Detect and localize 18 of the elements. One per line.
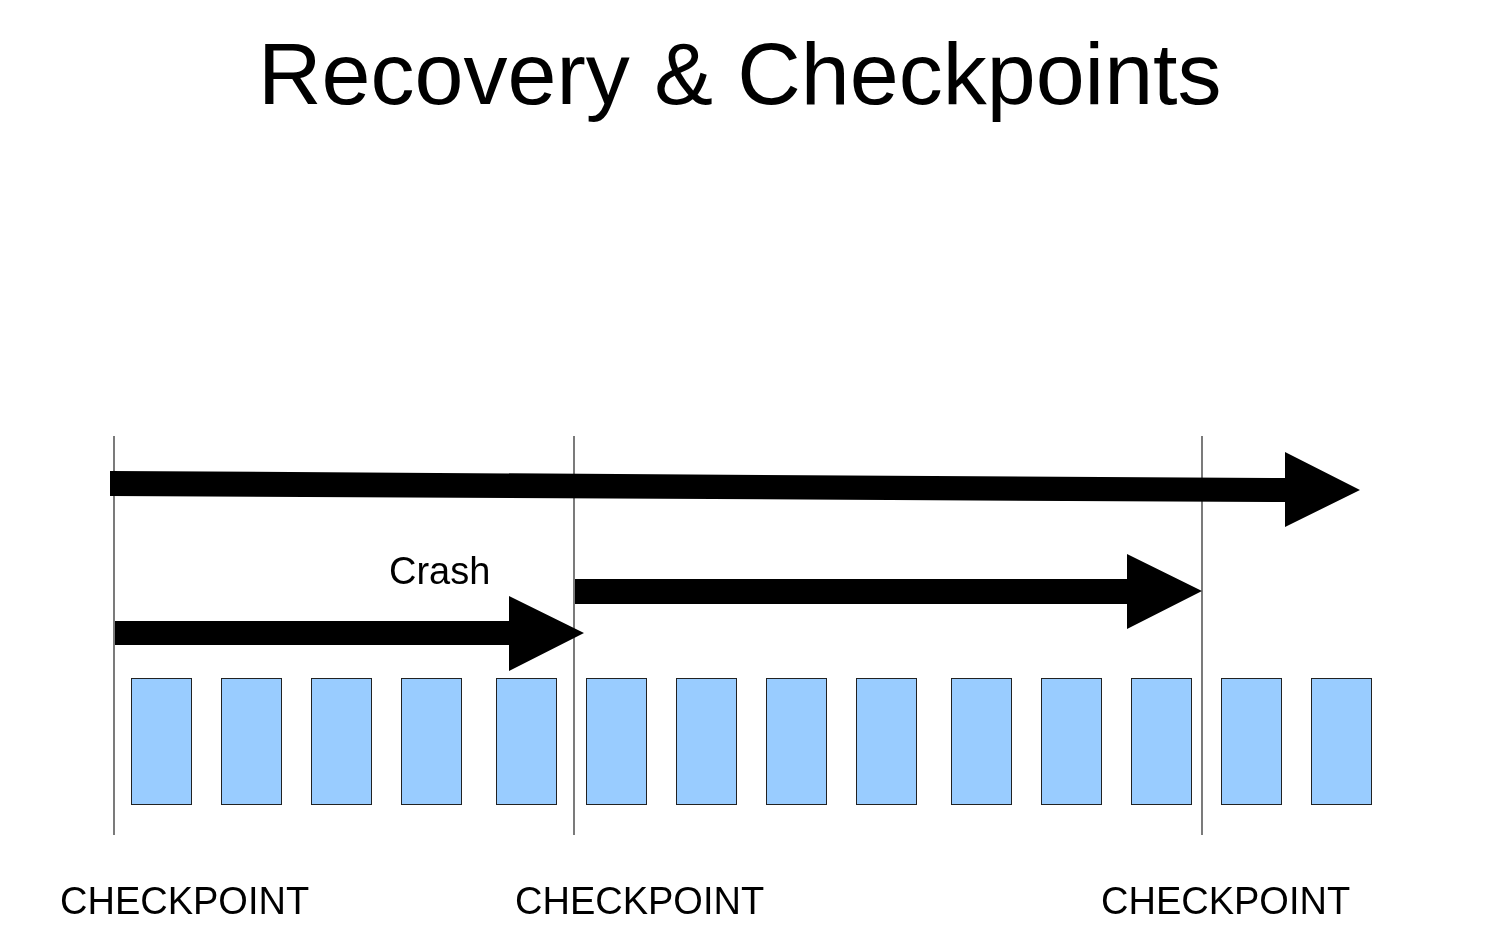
- block: [856, 678, 917, 805]
- block: [401, 678, 462, 805]
- block: [1041, 678, 1102, 805]
- block: [766, 678, 827, 805]
- block: [1311, 678, 1372, 805]
- block: [1131, 678, 1192, 805]
- block: [496, 678, 557, 805]
- checkpoint-label: CHECKPOINT: [515, 882, 765, 920]
- block: [951, 678, 1012, 805]
- block: [221, 678, 282, 805]
- block: [311, 678, 372, 805]
- block: [131, 678, 192, 805]
- block: [676, 678, 737, 805]
- crash-label: Crash: [389, 552, 491, 590]
- block: [1221, 678, 1282, 805]
- block: [586, 678, 647, 805]
- checkpoint-label: CHECKPOINT: [1101, 882, 1351, 920]
- checkpoint-label: CHECKPOINT: [60, 882, 310, 920]
